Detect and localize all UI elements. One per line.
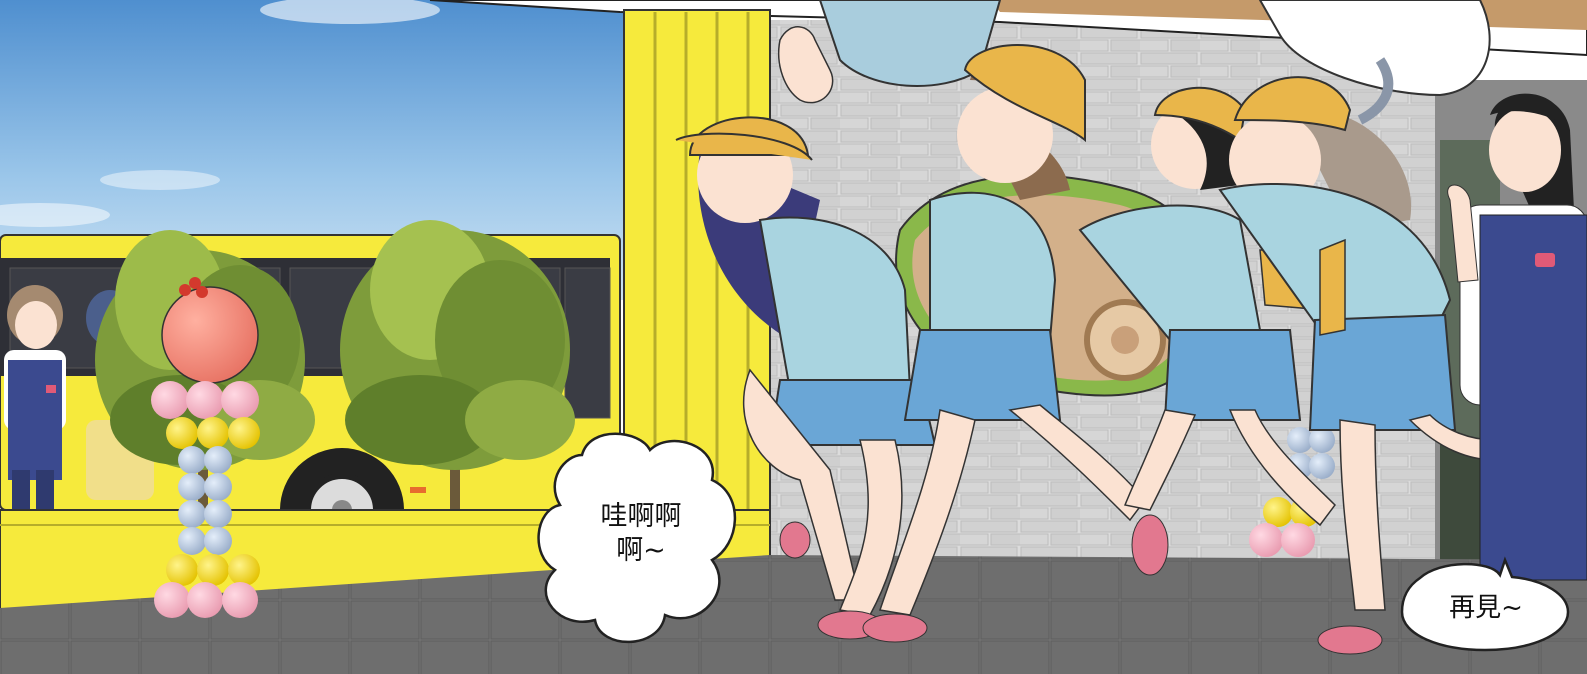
staff-woman-left [4, 285, 66, 510]
staff-woman-right [1447, 93, 1587, 581]
flying-figure-top [778, 0, 1491, 125]
speech-bubble-left [537, 432, 737, 644]
kid-1 [675, 116, 937, 640]
tree-right [340, 220, 575, 515]
kid-2 [862, 44, 1169, 643]
kid-3 [1078, 86, 1336, 527]
bubble-left-text: 哇啊啊 啊~ [600, 501, 682, 566]
balloon-column-left [151, 277, 260, 618]
pavement [0, 555, 1587, 674]
bubble-right-text: 再見~ [1449, 593, 1523, 623]
speech-bubble-right [1400, 556, 1570, 652]
